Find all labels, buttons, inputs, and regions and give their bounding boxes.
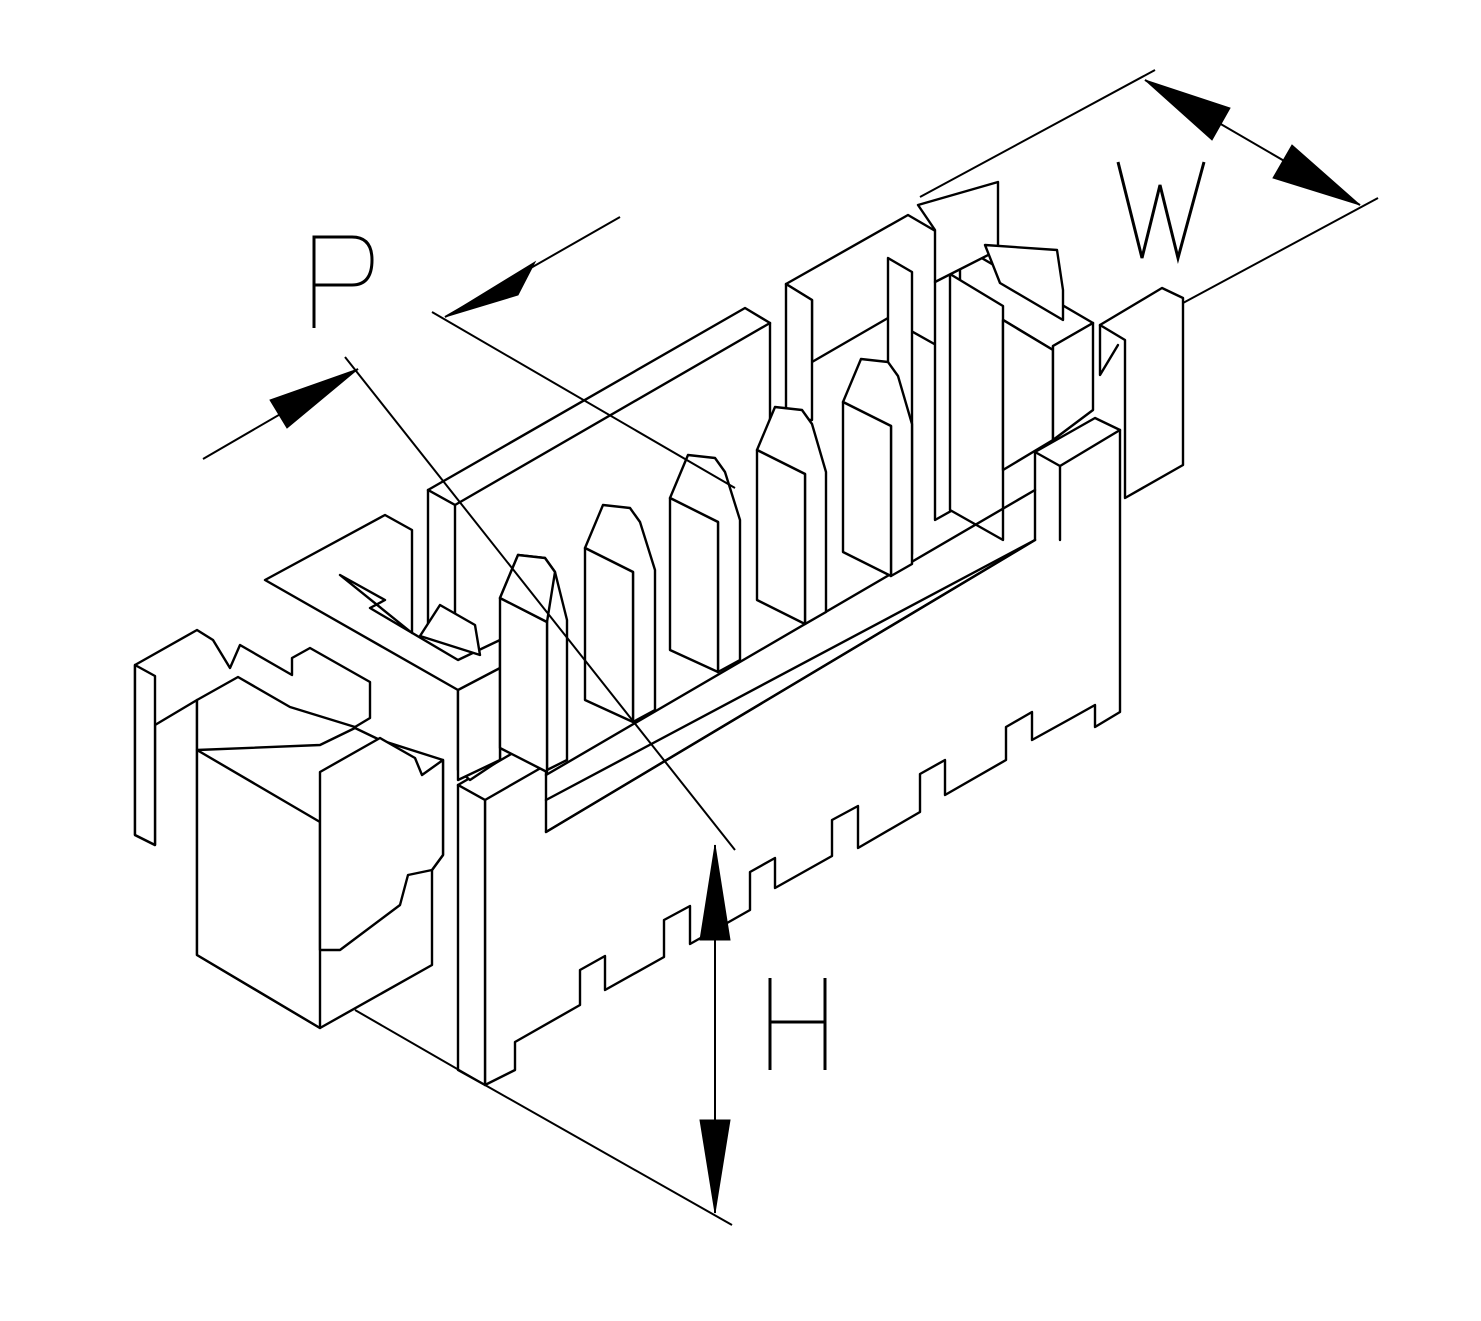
pin-4 [755, 405, 828, 626]
pin-5 [841, 357, 914, 578]
back-wall [426, 306, 772, 642]
pitch-label-glyph [312, 235, 374, 328]
height-extension-line-bottom [484, 1084, 733, 1226]
pin-2 [583, 503, 657, 724]
left-latch-block [133, 513, 502, 1030]
height-arrow-top [699, 844, 731, 941]
width-arrow-2 [1272, 144, 1361, 206]
housing-body [456, 416, 1122, 1087]
pitch-extension-line-2 [344, 356, 736, 851]
pitch-arrow-2 [269, 368, 359, 429]
pin-1 [498, 553, 569, 774]
pitch-extension-line-1 [431, 311, 736, 489]
pin-3 [668, 453, 742, 674]
pitch-arrow-1 [444, 260, 537, 318]
width-dimension [919, 69, 1379, 304]
width-extension-line-2 [1182, 197, 1379, 304]
labels: P W H [312, 161, 1206, 1070]
height-dimension [354, 844, 733, 1226]
height-label-glyph [768, 978, 827, 1070]
width-label-glyph [1116, 161, 1206, 264]
height-arrow-bottom [699, 1119, 731, 1214]
height-extension-line-bottom-2 [354, 1009, 486, 1086]
width-extension-line-1 [919, 69, 1156, 198]
pitch-dimension [202, 216, 736, 851]
width-arrow-1 [1144, 79, 1231, 141]
